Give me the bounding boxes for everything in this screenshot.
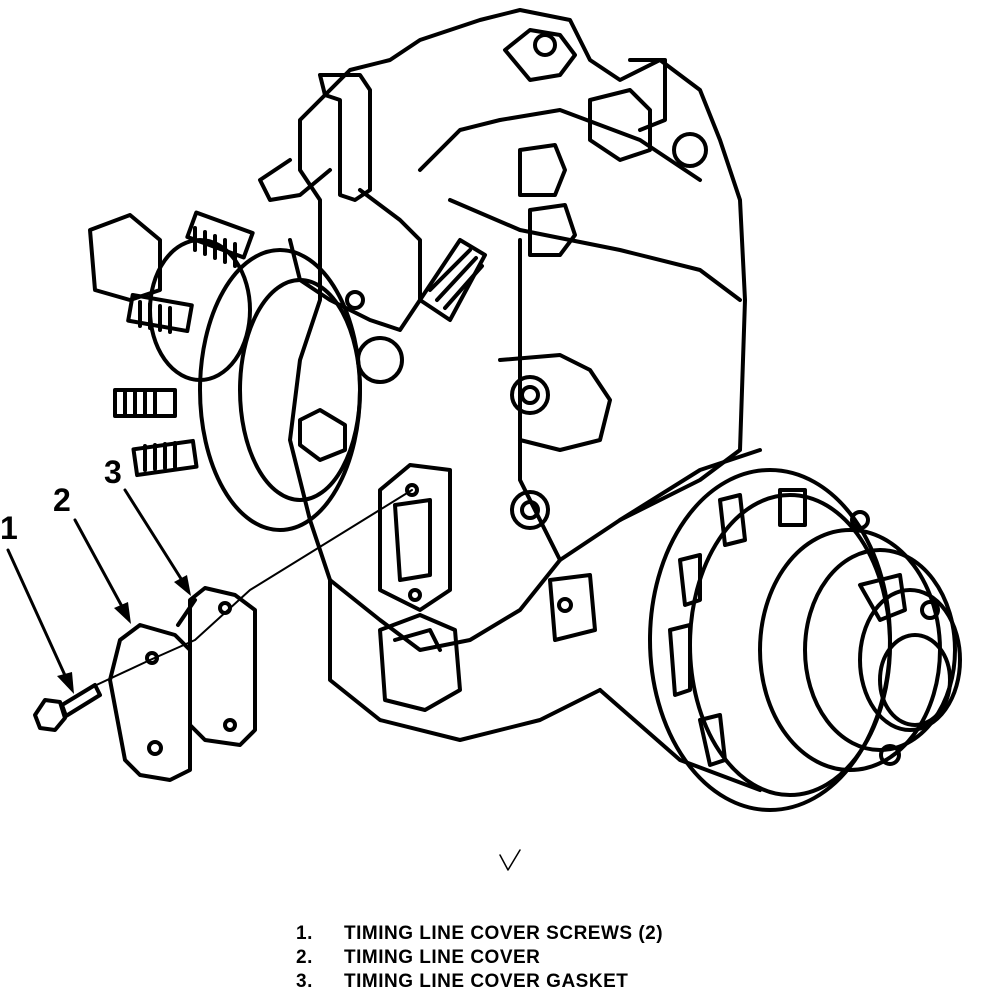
drive-hub [548, 448, 962, 812]
callout-number: 3 [104, 454, 122, 490]
stray-mark [499, 849, 521, 871]
timing-line-cover [108, 623, 192, 782]
callout-arrow-3 [123, 488, 187, 587]
top-fittings [503, 28, 708, 257]
legend-item: 2. TIMING LINE COVER [296, 946, 663, 970]
arrow-heads [57, 575, 191, 694]
legend-item: 1. TIMING LINE COVER SCREWS (2) [296, 922, 663, 946]
alignment-line [89, 489, 413, 689]
timing-cover-pad [378, 463, 452, 612]
legend-number: 1. [296, 923, 313, 944]
legend-label: TIMING LINE COVER SCREWS (2) [344, 923, 664, 944]
legend-number: 2. [296, 947, 313, 968]
parts-legend: 1. TIMING LINE COVER SCREWS (2) 2. TIMIN… [296, 922, 663, 994]
callout-number: 2 [53, 482, 71, 518]
callout-number: 1 [0, 510, 18, 546]
callout-arrow-2 [73, 518, 127, 614]
legend-label: TIMING LINE COVER GASKET [344, 971, 629, 992]
legend-label: TIMING LINE COVER [344, 947, 541, 968]
callout-arrow-1 [6, 548, 70, 684]
throttle-lever-bracket [258, 73, 422, 332]
legend-number: 3. [296, 971, 313, 992]
hydraulic-head-flange [148, 238, 362, 532]
legend-item: 3. TIMING LINE COVER GASKET [296, 970, 663, 994]
side-bosses [298, 336, 612, 530]
timing-line-cover-screw [33, 683, 102, 732]
advance-fitting [418, 238, 487, 322]
injection-pump-exploded-diagram [6, 8, 962, 871]
injection-line-fittings [88, 210, 255, 478]
bottom-bolt [378, 613, 462, 712]
callout-arrows [6, 488, 187, 684]
